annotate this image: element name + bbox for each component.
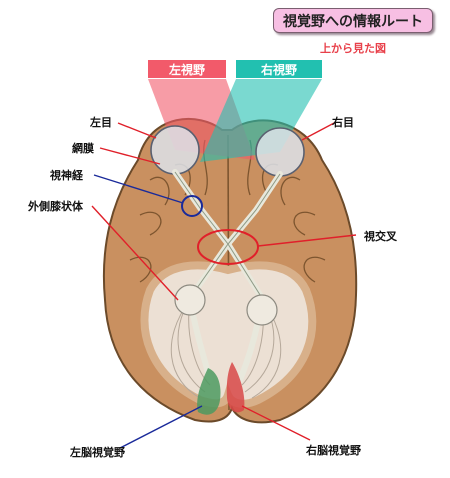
- right-visual-cortex-patch: [226, 362, 245, 413]
- page-subtitle: 上から見た図: [320, 42, 386, 55]
- optic-nerve-label: 視神経: [50, 169, 83, 182]
- left-visual-cortex-label: 左脳視覚野: [70, 446, 125, 459]
- left-visual-cortex-patch: [197, 368, 221, 415]
- right-visual-cortex-label: 右脳視覚野: [306, 444, 361, 457]
- optic-nerve-highlight: [181, 195, 203, 217]
- retina-label: 網膜: [72, 142, 94, 155]
- right-eye: [255, 127, 305, 177]
- pointer-lines: [91, 121, 357, 449]
- optic-pathway-edges: [174, 171, 281, 299]
- right-field-beam: [200, 79, 322, 162]
- right-visual-field-label: 右視野: [236, 60, 322, 78]
- page-title: 視覚野への情報ルート: [273, 8, 433, 33]
- right-lgn: [246, 294, 278, 326]
- lgn-label: 外側膝状体: [28, 200, 83, 213]
- right-eye-label: 右目: [332, 116, 354, 129]
- left-lgn: [174, 284, 206, 316]
- optic-chiasm-label: 視交叉: [364, 230, 397, 243]
- left-visual-field-label: 左視野: [148, 60, 226, 78]
- left-eye: [150, 125, 200, 175]
- left-eye-label: 左目: [90, 116, 112, 129]
- optic-chiasm-highlight: [197, 229, 259, 265]
